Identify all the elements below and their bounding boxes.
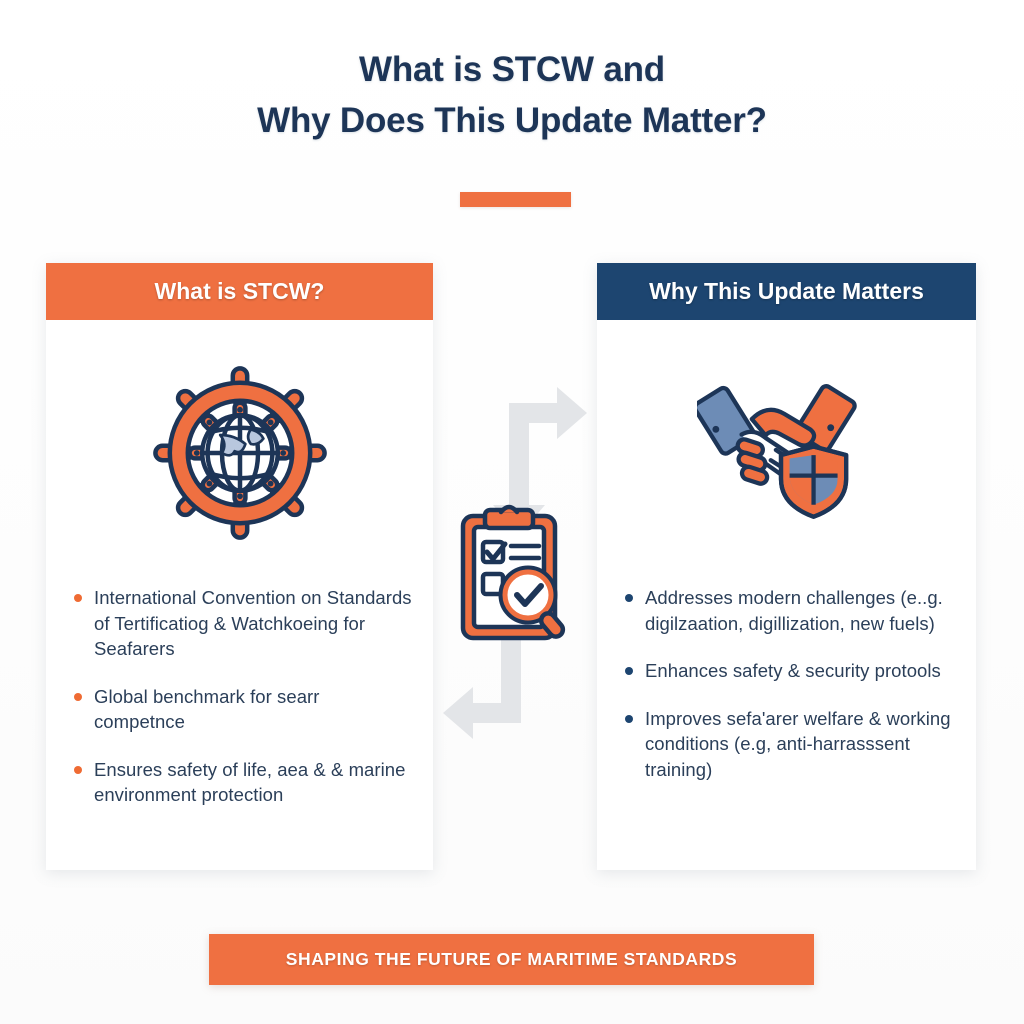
clipboard-checklist-magnifier-icon bbox=[460, 504, 566, 641]
card-right-bullet-list: Addresses modern challenges (e..g. digil… bbox=[597, 585, 976, 782]
card-right-header-label: Why This Update Matters bbox=[649, 278, 924, 304]
list-item: Ensures safety of life, aea & & marine e… bbox=[68, 757, 415, 808]
card-right-body: Addresses modern challenges (e..g. digil… bbox=[597, 320, 976, 870]
card-left-header: What is STCW? bbox=[46, 263, 433, 320]
card-right-header: Why This Update Matters bbox=[597, 263, 976, 320]
list-item: Global benchmark for searr competnce bbox=[68, 684, 415, 735]
clipboard-checklist-magnifier-icon-wrap bbox=[455, 500, 575, 650]
list-item: International Convention on Standards of… bbox=[68, 585, 415, 662]
card-what-is-stcw: What is STCW? bbox=[46, 263, 433, 870]
list-item: Enhances safety & security protools bbox=[619, 658, 958, 684]
footer-banner: SHAPING THE FUTURE OF MARITIME STANDARDS bbox=[209, 934, 814, 985]
handshake-shield-icon bbox=[696, 384, 857, 519]
handshake-shield-icon-wrap bbox=[597, 320, 976, 585]
card-left-bullet-list: International Convention on Standards of… bbox=[46, 585, 433, 808]
ships-wheel-globe-icon bbox=[152, 365, 327, 540]
list-item: Addresses modern challenges (e..g. digil… bbox=[619, 585, 958, 636]
ships-wheel-globe-icon-wrap bbox=[46, 320, 433, 585]
page-title: What is STCW and Why Does This Update Ma… bbox=[0, 44, 1024, 146]
title-divider-rule bbox=[460, 192, 571, 207]
footer-banner-label: SHAPING THE FUTURE OF MARITIME STANDARDS bbox=[285, 949, 738, 969]
card-left-body: International Convention on Standards of… bbox=[46, 320, 433, 870]
list-item: Improves sefa'arer welfare & working con… bbox=[619, 706, 958, 783]
page-title-line-1: What is STCW and bbox=[359, 50, 665, 89]
card-left-header-label: What is STCW? bbox=[154, 278, 325, 304]
page-title-line-2: Why Does This Update Matter? bbox=[257, 101, 767, 140]
card-why-this-update-matters: Why This Update Matters bbox=[597, 263, 976, 870]
